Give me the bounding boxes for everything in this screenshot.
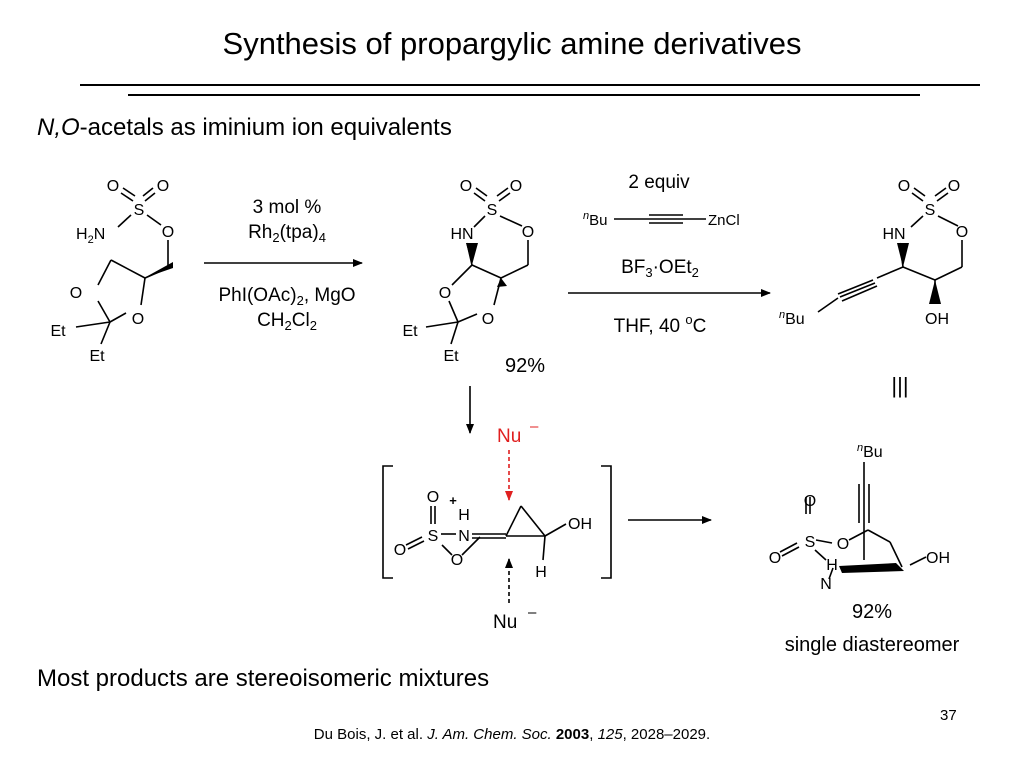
atom-o: O xyxy=(948,178,960,195)
atom-o: O xyxy=(522,224,534,241)
molecule-propargylic-product: O O S HN O OH nBu xyxy=(779,178,968,328)
nucleophile-label: Nu xyxy=(493,612,517,633)
page-number: 37 xyxy=(940,707,957,724)
subtitle-text: -acetals as iminium ion equivalents xyxy=(79,114,452,141)
molecule-product-chair: nBu O O S O H N OH 92% single diaster xyxy=(769,442,960,656)
atom-o: O xyxy=(804,493,816,510)
molecule-starting-sulfamate: O O S O H2N O O Et Et xyxy=(50,178,174,365)
slide-subtitle: N,O-acetals as iminium ion equivalents xyxy=(37,113,452,143)
atom-o: O xyxy=(394,542,406,559)
condition-equivalents: 2 equiv xyxy=(628,172,690,193)
butyl-label: nBu xyxy=(857,442,883,461)
hydroxyl-label: OH xyxy=(926,550,950,567)
title-divider-top xyxy=(80,84,980,86)
diastereoselectivity-note: single diastereomer xyxy=(785,634,960,656)
ethyl-label: Et xyxy=(402,323,418,340)
atom-o: O xyxy=(956,224,968,241)
atom-o: O xyxy=(107,178,119,195)
citation-pages: , 2028–2029. xyxy=(622,726,711,743)
atom-s: S xyxy=(805,534,816,551)
condition-catalyst: Rh2(tpa)4 xyxy=(248,222,326,245)
condition-solvent-temp: THF, 40 oC xyxy=(614,312,707,337)
ethyl-label: Et xyxy=(50,323,66,340)
atom-s: S xyxy=(487,202,498,219)
atom-o: O xyxy=(898,178,910,195)
condition-oxidant: PhI(OAc)2, MgO xyxy=(218,285,355,308)
zinc-chloride-label: ZnCl xyxy=(708,212,740,229)
condition-solvent: CH2Cl2 xyxy=(257,310,317,333)
ethyl-label: Et xyxy=(89,348,105,365)
yield-final: 92% xyxy=(852,601,892,623)
hydroxyl-label: OH xyxy=(925,311,949,328)
atom-o: O xyxy=(439,285,451,302)
molecule-cyclic-sulfamidate: O O S HN O O O Et Et 92% xyxy=(402,178,545,377)
atom-o: O xyxy=(837,536,849,553)
atom-h2n: H2N xyxy=(76,226,105,246)
atom-h: H xyxy=(458,507,470,524)
hydroxyl-label: OH xyxy=(568,516,592,533)
atom-o: O xyxy=(510,178,522,195)
atom-h: H xyxy=(826,557,838,574)
citation-journal: J. Am. Chem. Soc. xyxy=(427,726,552,743)
citation-year: 2003 xyxy=(555,726,590,743)
atom-h: H xyxy=(535,564,547,581)
reaction-arrow-step1: 3 mol % Rh2(tpa)4 PhI(OAc)2, MgO CH2Cl2 xyxy=(204,197,363,333)
subtitle-italic: N,O xyxy=(37,114,80,141)
citation: Du Bois, J. et al. J. Am. Chem. Soc. 200… xyxy=(313,726,711,743)
atom-o: O xyxy=(162,224,174,241)
citation-authors: Du Bois, J. et al. xyxy=(313,726,428,743)
iminium-intermediate: O O S H N + O OH H xyxy=(382,465,612,581)
atom-n: N xyxy=(458,528,470,545)
nucleophile-label: Nu xyxy=(497,426,521,447)
condition-catalyst-loading: 3 mol % xyxy=(253,197,322,218)
atom-o: O xyxy=(482,311,494,328)
positive-charge: + xyxy=(449,493,457,508)
yield-step1: 92% xyxy=(505,355,545,377)
negative-charge: – xyxy=(528,604,537,621)
ethyl-label: Et xyxy=(443,348,459,365)
title-divider-bottom xyxy=(128,94,920,96)
atom-o: O xyxy=(157,178,169,195)
butyl-label: nBu xyxy=(583,210,607,229)
bracket-right xyxy=(601,465,612,579)
alkynylzinc-reagent: nBu ZnCl xyxy=(583,210,740,229)
identity-symbol: ||| xyxy=(891,373,908,398)
atom-o: O xyxy=(451,552,463,569)
atom-hn: HN xyxy=(882,226,905,243)
slide-title: Synthesis of propargylic amine derivativ… xyxy=(222,26,802,61)
atom-o: O xyxy=(427,489,439,506)
atom-n: N xyxy=(820,576,832,593)
atom-o: O xyxy=(769,550,781,567)
atom-s: S xyxy=(925,202,936,219)
atom-o: O xyxy=(460,178,472,195)
conclusion-text: Most products are stereoisomeric mixture… xyxy=(37,665,490,692)
nucleophile-bottom: Nu – xyxy=(493,558,537,633)
bracket-left xyxy=(382,465,393,579)
atom-s: S xyxy=(134,202,145,219)
butyl-label: nBu xyxy=(779,309,805,328)
citation-volume: 125 xyxy=(597,726,623,743)
condition-lewis-acid: BF3·OEt2 xyxy=(621,257,699,280)
atom-s: S xyxy=(428,528,439,545)
nucleophile-top: Nu – xyxy=(497,418,539,501)
negative-charge: – xyxy=(530,418,539,435)
reaction-arrow-step2: 2 equiv BF3·OEt2 THF, 40 oC nBu ZnCl xyxy=(568,172,771,337)
atom-hn: HN xyxy=(450,226,473,243)
atom-o: O xyxy=(70,285,82,302)
atom-o: O xyxy=(132,311,144,328)
